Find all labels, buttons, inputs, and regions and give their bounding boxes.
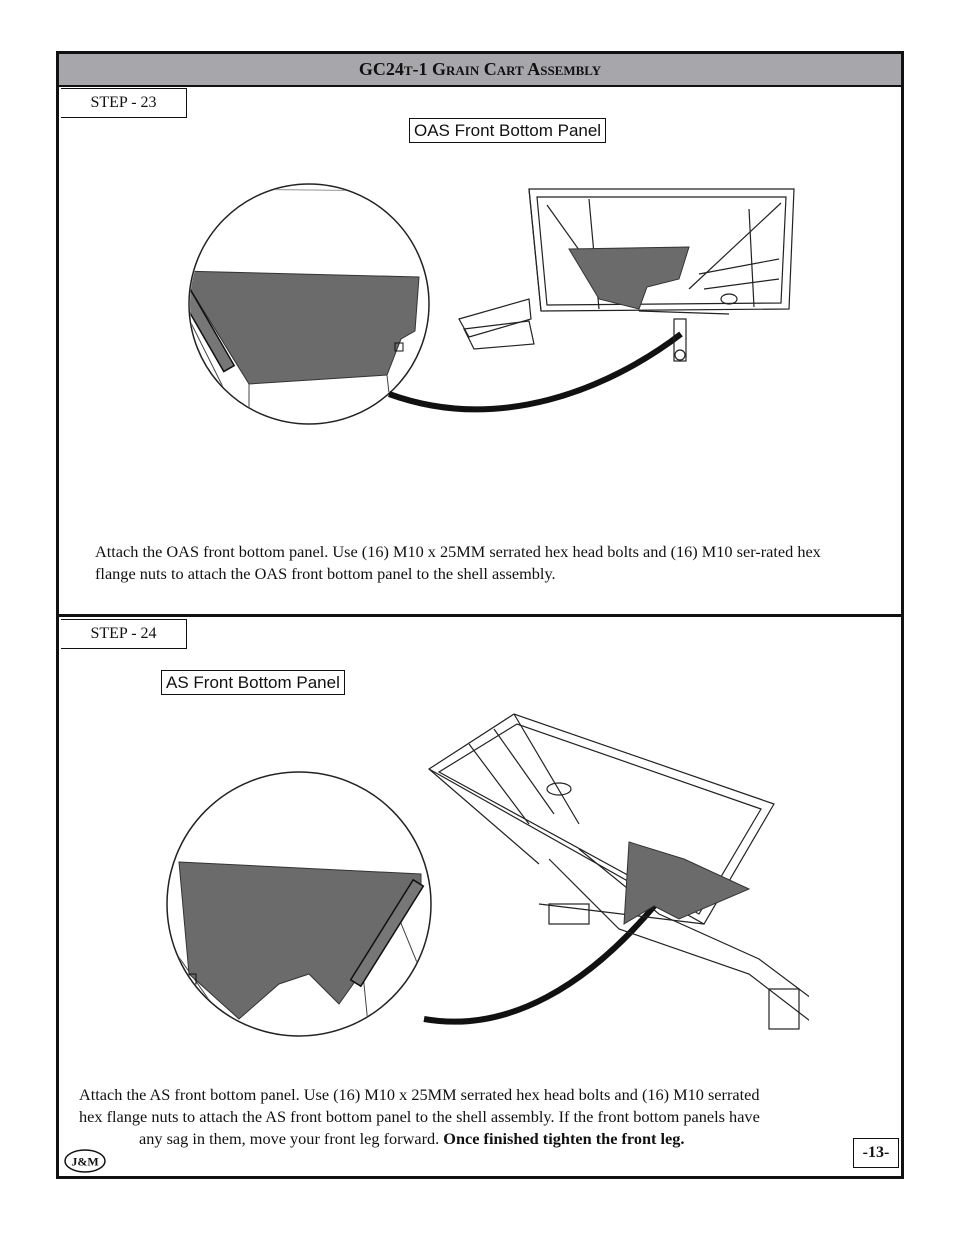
page-title: GC24t-1 Grain Cart Assembly xyxy=(59,54,901,87)
step-24-line-1: Attach the AS front bottom panel. Use (1… xyxy=(79,1085,760,1104)
step-24-bold-note: Once finished tighten the front leg. xyxy=(443,1129,685,1148)
oas-panel-on-cart xyxy=(568,246,690,310)
step-24-line-2: hex flange nuts to attach the AS front b… xyxy=(79,1107,760,1126)
title-subtitle: t-1 Grain Cart Assembly xyxy=(403,59,602,79)
step-24-line-3-text: any sag in them, move your front leg for… xyxy=(139,1129,440,1148)
section-divider xyxy=(59,614,901,617)
jm-logo-text: J&M xyxy=(71,1155,98,1169)
step-24-diagram xyxy=(166,713,809,1037)
step-24-label: STEP - 24 xyxy=(61,619,187,649)
as-panel-callout: AS Front Bottom Panel xyxy=(161,670,345,695)
as-panel-on-cart xyxy=(623,841,751,925)
step-23-instructions: Attach the OAS front bottom panel. Use (… xyxy=(95,542,821,583)
step-23-label: STEP - 23 xyxy=(61,88,187,118)
as-panel-callout-text: AS Front Bottom Panel xyxy=(166,673,340,692)
page-frame: GC24t-1 Grain Cart Assembly STEP - 23 OA… xyxy=(56,51,904,1179)
step-24-line-3: any sag in them, move your front leg for… xyxy=(79,1128,879,1150)
page-number: -13- xyxy=(853,1138,899,1168)
oas-panel-callout-text: OAS Front Bottom Panel xyxy=(414,121,602,140)
grain-cart-front-view xyxy=(458,188,795,362)
callout-arrow-23 xyxy=(387,331,683,413)
step-23-diagram xyxy=(188,183,795,425)
callout-arrow-24 xyxy=(423,902,659,1025)
jm-logo: J&M xyxy=(64,1149,106,1173)
title-main: GC24 xyxy=(358,59,404,79)
flange-highlight-23 xyxy=(190,281,236,373)
grain-cart-iso-view xyxy=(427,713,809,1030)
as-panel-detail xyxy=(178,861,422,1020)
flange-highlight-24 xyxy=(349,878,425,988)
oas-panel-callout: OAS Front Bottom Panel xyxy=(409,118,607,143)
step-24-instructions: Attach the AS front bottom panel. Use (1… xyxy=(79,1084,879,1150)
